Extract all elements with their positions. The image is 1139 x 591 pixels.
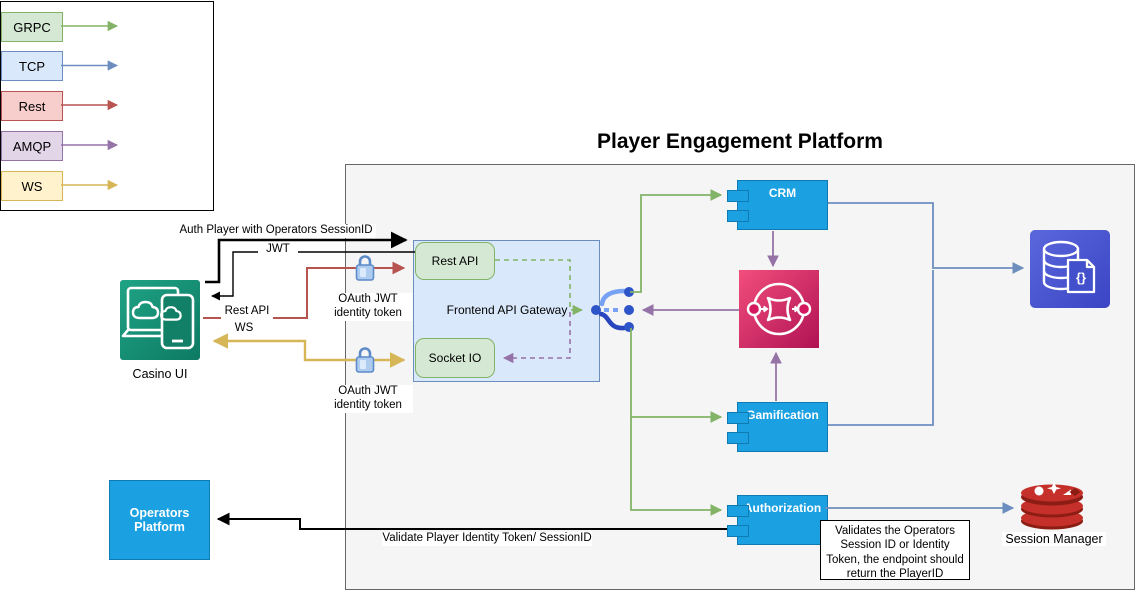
operators-platform-label: Operators Platform	[129, 506, 190, 534]
rest-api-node: Rest API	[415, 242, 495, 280]
gamification-label: Gamification	[746, 408, 819, 422]
padlock-icon	[355, 255, 375, 281]
crm-component: CRM	[727, 180, 828, 230]
component-tab-icon	[727, 505, 749, 517]
casino-ui-label: Casino UI	[115, 367, 205, 381]
edge-label-oauth-ws: OAuth JWT identity token	[323, 385, 413, 413]
legend-item-amqp: AMQP	[1, 131, 63, 161]
operators-platform-node: Operators Platform	[109, 480, 210, 560]
legend-box: GRPC TCP Rest AMQP WS	[0, 1, 214, 211]
frontend-api-gateway-label: Frontend API Gateway	[446, 303, 568, 317]
legend-label-tcp: TCP	[19, 58, 45, 74]
legend-item-ws: WS	[1, 171, 63, 201]
legend-item-tcp: TCP	[1, 51, 63, 81]
legend-label-rest: Rest	[18, 98, 46, 114]
legend-item-rest: Rest	[1, 91, 63, 121]
event-bridge-icon	[739, 270, 819, 348]
crm-label: CRM	[768, 186, 797, 200]
component-tab-icon	[727, 190, 749, 202]
load-balancer-icon	[591, 287, 634, 332]
edge-label-ws: WS	[230, 322, 258, 336]
session-manager-label: Session Manager	[1002, 532, 1106, 546]
legend-label-grpc: GRPC	[13, 19, 51, 35]
legend-label-amqp: AMQP	[12, 138, 52, 154]
component-tab-icon	[727, 525, 749, 537]
gamification-component: Gamification	[727, 402, 828, 452]
diagram-title: Player Engagement Platform	[597, 130, 883, 153]
legend-item-grpc: GRPC	[1, 12, 63, 42]
edge-label-auth-player: Auth Player with Operators SessionID	[176, 224, 376, 238]
edge-label-oauth-rest: OAuth JWT identity token	[323, 293, 413, 321]
legend-label-ws: WS	[21, 178, 43, 194]
socket-io-label: Socket IO	[428, 351, 482, 365]
rest-api-label: Rest API	[431, 254, 479, 268]
authorization-component: Authorization	[727, 495, 828, 545]
socket-io-node: Socket IO	[415, 338, 495, 378]
padlock-icon	[355, 347, 375, 373]
component-tab-icon	[727, 412, 749, 424]
component-tab-icon	[727, 432, 749, 444]
edge-label-validate: Validate Player Identity Token/ SessionI…	[382, 532, 592, 546]
casino-ui-icon	[120, 280, 200, 360]
redis-icon	[1021, 482, 1083, 530]
validation-note: Validates the Operators Session ID or Id…	[820, 520, 970, 580]
document-database-icon: {}	[1030, 230, 1110, 308]
component-tab-icon	[727, 210, 749, 222]
edge-label-jwt: JWT	[258, 243, 298, 257]
authorization-label: Authorization	[743, 501, 822, 515]
edge-label-rest-api: Rest API	[221, 305, 273, 319]
svg-text:{}: {}	[1076, 270, 1086, 285]
